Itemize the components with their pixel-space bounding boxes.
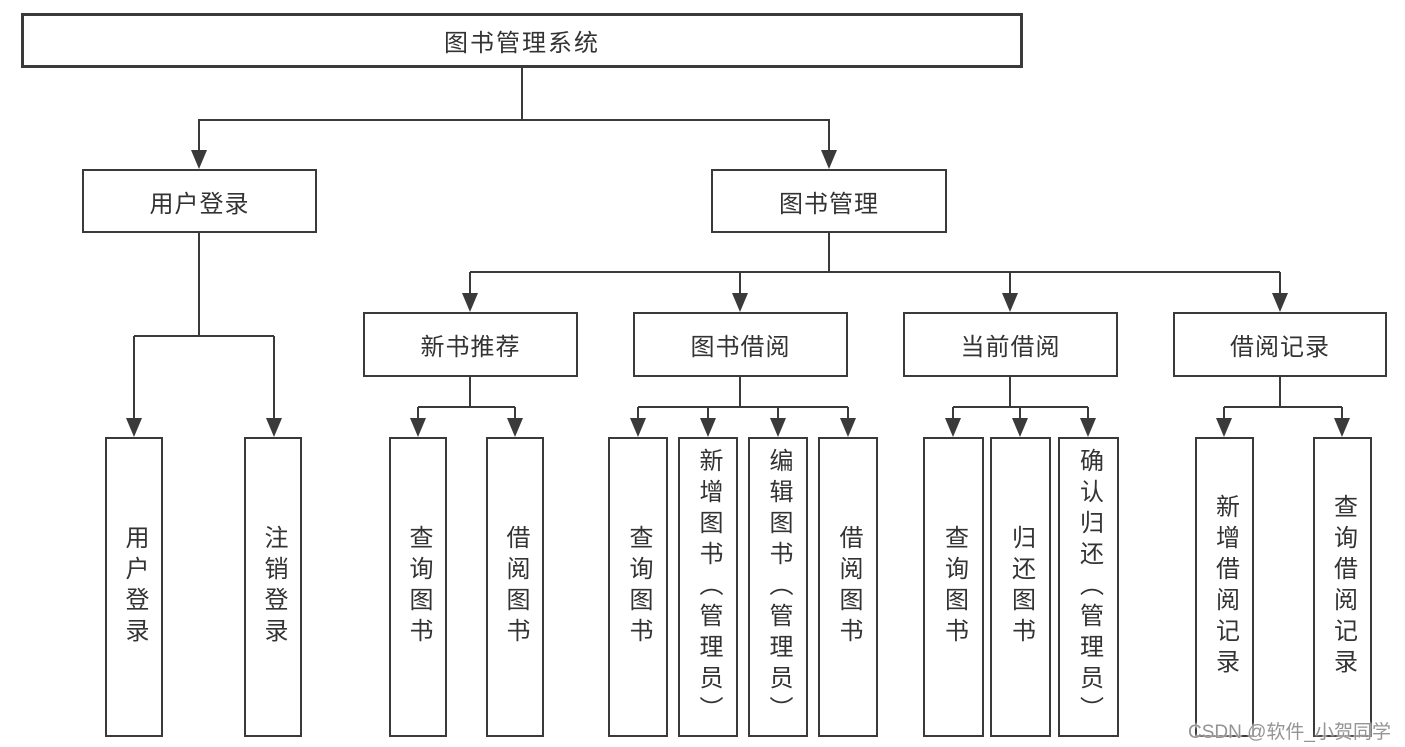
leaf-edit-books-admin: 编辑图书（管理员） xyxy=(748,437,808,737)
arrowheads xyxy=(126,150,1350,437)
leaf-borrow-books: 借阅图书 xyxy=(818,437,878,737)
leaf-logout: 注销登录 xyxy=(244,437,302,737)
node-book-borrowing: 图书借阅 xyxy=(633,312,848,377)
connector-lines xyxy=(133,68,1343,421)
node-user-login: 用户登录 xyxy=(82,169,317,233)
leaf-user-login: 用户登录 xyxy=(105,437,163,737)
leaf-borrow-books: 借阅图书 xyxy=(486,437,544,737)
leaf-return-books: 归还图书 xyxy=(990,437,1051,737)
leaf-query-books: 查询图书 xyxy=(389,437,447,737)
node-borrowing-records: 借阅记录 xyxy=(1173,312,1387,377)
leaf-query-books: 查询图书 xyxy=(608,437,668,737)
node-new-book-recommendation: 新书推荐 xyxy=(363,312,578,377)
node-current-borrowing: 当前借阅 xyxy=(903,312,1118,377)
csdn-watermark: CSDN @软件_小贺同学 xyxy=(1188,722,1391,743)
leaf-query-borrow-record: 查询借阅记录 xyxy=(1313,437,1372,737)
node-library-system: 图书管理系统 xyxy=(21,13,1023,68)
node-book-management: 图书管理 xyxy=(711,169,947,233)
leaf-confirm-return-admin: 确认归还（管理员） xyxy=(1058,437,1119,737)
leaf-add-books-admin: 新增图书（管理员） xyxy=(678,437,738,737)
leaf-query-books: 查询图书 xyxy=(923,437,984,737)
leaf-add-borrow-record: 新增借阅记录 xyxy=(1195,437,1254,737)
